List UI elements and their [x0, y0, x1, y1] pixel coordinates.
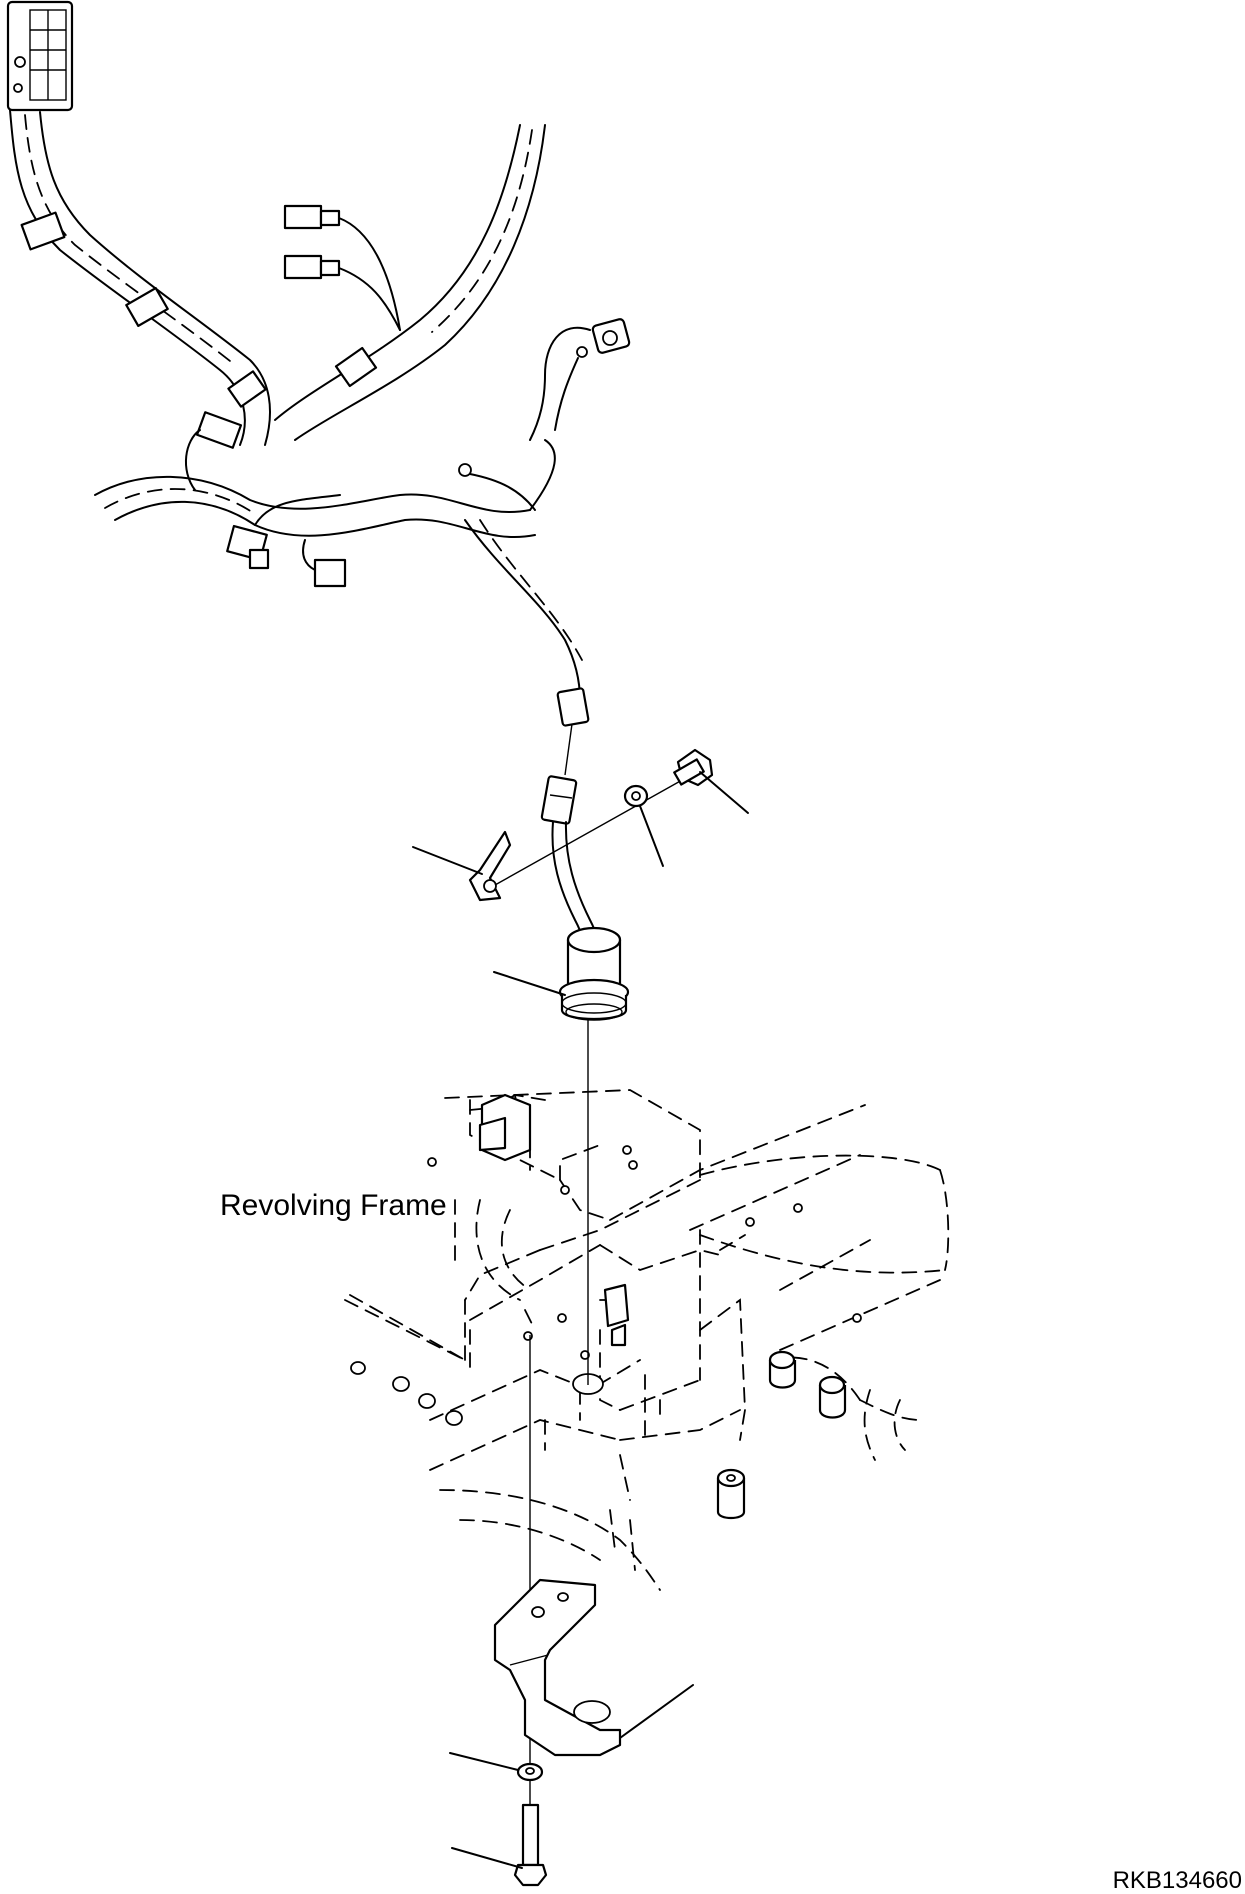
- washer-lower: [516, 1762, 544, 1782]
- harness-connector-b: [283, 254, 401, 331]
- sensor-assembly: [412, 748, 749, 1021]
- wiring-harness: [6, 0, 631, 776]
- bolt-upper: [673, 748, 714, 787]
- leader-bolt-lower: [451, 1847, 523, 1869]
- harness-connector-f: [302, 539, 347, 588]
- harness-connector-e: [226, 524, 270, 570]
- harness-main-connector: [6, 0, 74, 112]
- leader-clip: [412, 846, 483, 875]
- leader-bracket: [619, 1684, 694, 1739]
- sensor-body: [558, 926, 630, 1021]
- cable-clip: [468, 830, 512, 902]
- leader-sensor: [493, 971, 566, 996]
- washer-upper: [623, 784, 649, 808]
- frame-block-center: [603, 1283, 630, 1347]
- harness-connector-c: [529, 318, 631, 441]
- frame-label: Revolving Frame: [220, 1189, 447, 1222]
- harness-connector-a: [283, 204, 401, 331]
- sensor-connector: [540, 775, 578, 825]
- bolt-lower: [513, 1803, 548, 1887]
- leader-bolt-upper: [699, 771, 749, 814]
- harness-connector-d: [184, 411, 243, 491]
- revolving-frame: Revolving Frame: [220, 1089, 950, 1591]
- leader-washer-upper: [639, 805, 664, 867]
- frame-spacer-3: [716, 1468, 746, 1520]
- mounting-bracket: [493, 1578, 622, 1757]
- harness-plug-to-sensor: [556, 687, 590, 776]
- leader-washer-lower: [449, 1752, 519, 1771]
- frame-spacer-2: [818, 1375, 847, 1419]
- frame-block-left: [478, 1093, 532, 1162]
- drawing-code: RKB134660: [1113, 1867, 1242, 1894]
- frame-spacer-1: [768, 1350, 797, 1389]
